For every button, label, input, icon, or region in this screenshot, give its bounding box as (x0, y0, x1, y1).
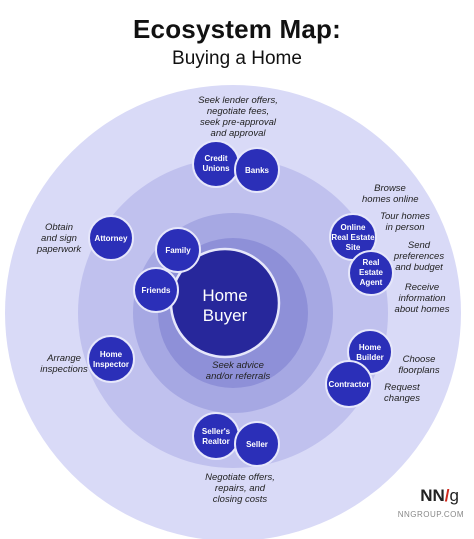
page-title: Ecosystem Map: (133, 14, 341, 44)
node-label: Home (359, 343, 382, 352)
node-label: Realtor (202, 437, 230, 446)
node-seller[interactable]: Seller (234, 421, 280, 467)
node-label: Friends (142, 286, 171, 295)
node-label: Estate (359, 268, 384, 277)
node-label: Builder (356, 353, 384, 362)
node-sellers-realtor[interactable]: Seller's Realtor (192, 412, 240, 460)
node-label: Real Estate (331, 233, 375, 242)
node-label: Family (165, 246, 191, 255)
node-label: Real (363, 258, 380, 267)
node-label: Unions (202, 164, 230, 173)
node-contractor[interactable]: Contractor (325, 360, 373, 408)
node-label: Attorney (95, 234, 128, 243)
node-real-estate-agent[interactable]: Real Estate Agent (348, 250, 394, 296)
node-label: Site (346, 243, 361, 252)
note-lender: Seek lender offers,negotiate fees,seek p… (198, 95, 278, 139)
node-label: Agent (360, 278, 383, 287)
node-label: Credit (204, 154, 227, 163)
center-label-line2: Buyer (203, 306, 248, 325)
node-label: Seller (246, 440, 268, 449)
node-friends[interactable]: Friends (133, 267, 179, 313)
node-label: Home (100, 350, 123, 359)
node-label: Online (341, 223, 366, 232)
page-subtitle: Buying a Home (172, 48, 302, 69)
nng-logo: NN/g (420, 486, 459, 505)
node-label: Contractor (329, 380, 370, 389)
node-label: Banks (245, 166, 270, 175)
node-credit-unions[interactable]: Credit Unions (192, 140, 240, 188)
node-label: Inspector (93, 360, 129, 369)
site-url: NNGROUP.COM (397, 510, 464, 519)
node-label: Seller's (202, 427, 231, 436)
center-label-line1: Home (202, 286, 247, 305)
node-family[interactable]: Family (155, 227, 201, 273)
node-banks[interactable]: Banks (234, 147, 280, 193)
node-home-inspector[interactable]: Home Inspector (87, 335, 135, 383)
node-online-real-estate-site[interactable]: Online Real Estate Site (329, 213, 377, 261)
node-attorney[interactable]: Attorney (88, 215, 134, 261)
